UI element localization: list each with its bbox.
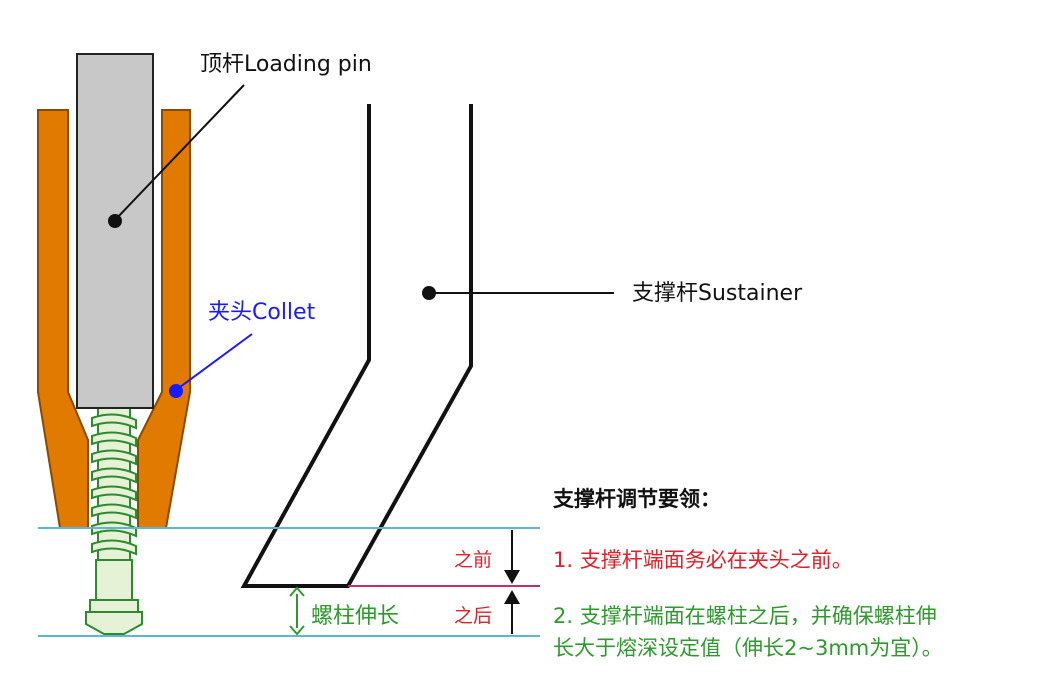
- loading-pin-label: 顶杆Loading pin: [200, 52, 372, 77]
- before-arrow: [504, 530, 520, 584]
- note-item-2-line-2: 长大于熔深设定值（伸长2~3mm为宜）。: [553, 636, 943, 660]
- stud-threads: [91, 413, 137, 556]
- note-item-2-line-1: 2. 支撑杆端面在螺柱之后，并确保螺柱伸: [553, 604, 937, 628]
- collet-label: 夹头Collet: [208, 300, 316, 325]
- collet-callout: [169, 333, 253, 398]
- before-label: 之前: [454, 549, 493, 571]
- sustainer: [240, 104, 473, 588]
- after-arrow: [504, 590, 520, 634]
- sustainer-callout: [422, 286, 614, 300]
- loading-pin: [76, 53, 154, 409]
- note-item-1: 1. 支撑杆端面务必在夹头之前。: [553, 548, 853, 572]
- sustainer-label: 支撑杆Sustainer: [632, 281, 803, 306]
- notes-title: 支撑杆调节要领：: [553, 487, 721, 511]
- after-label: 之后: [454, 605, 493, 627]
- stud: [85, 407, 143, 635]
- loading-pin-callout: [108, 84, 245, 228]
- stud-extension-label: 螺柱伸长: [311, 604, 400, 629]
- stud-extension-arrow: [289, 586, 305, 636]
